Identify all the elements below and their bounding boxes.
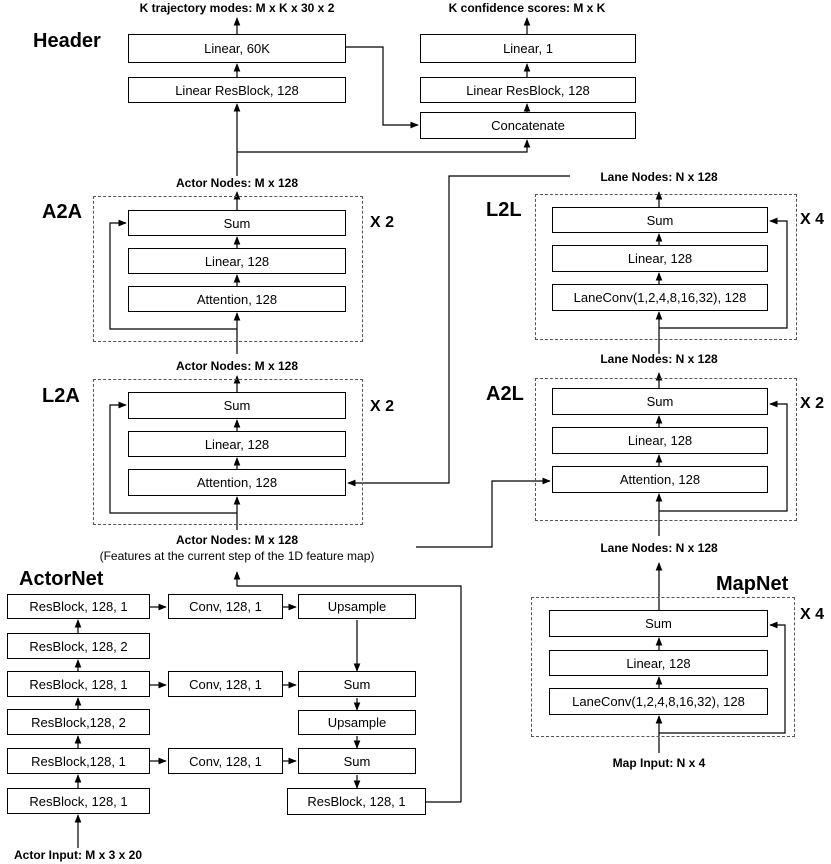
arrow-l2a-skip (109, 401, 237, 514)
actornet-conv-1: Conv, 128, 1 (168, 594, 283, 619)
arrow-header-linear60k-to-concat (346, 46, 419, 129)
l2l-sum-box: Sum (552, 207, 768, 233)
mapnet-output-label: Lane Nodes: N x 128 (600, 541, 718, 555)
header-resblock-right-box: Linear ResBlock, 128 (420, 77, 636, 103)
l2l-laneconv-box: LaneConv(1,2,4,8,16,32), 128 (552, 284, 768, 311)
arrow-actor-to-a2l (416, 477, 551, 548)
l2l-linear-box: Linear, 128 (552, 245, 768, 272)
actornet-col1-resblock-6: ResBlock, 128, 1 (7, 788, 150, 814)
arrow-actornet-out (233, 571, 462, 802)
l2a-dashed-frame (93, 379, 363, 525)
header-linear-1-box: Linear, 1 (420, 34, 636, 63)
a2a-sum-box: Sum (128, 210, 346, 236)
a2l-repeat-count: X 2 (800, 395, 825, 412)
actornet-col1-resblock-2: ResBlock, 128, 2 (7, 633, 150, 659)
l2a-linear-box: Linear, 128 (128, 431, 346, 457)
actornet-col1-resblock-4: ResBlock,128, 2 (7, 709, 150, 735)
mapnet-repeat-count: X 4 (800, 606, 825, 623)
actornet-upsample-1: Upsample (298, 594, 416, 619)
actornet-section-title: ActorNet (19, 568, 104, 590)
actornet-col1-resblock-3: ResBlock, 128, 1 (7, 671, 150, 697)
a2l-linear-box: Linear, 128 (552, 427, 768, 454)
actornet-final-resblock: ResBlock, 128, 1 (287, 788, 426, 815)
a2a-output-label: Actor Nodes: M x 128 (175, 176, 299, 190)
mapnet-laneconv-box: LaneConv(1,2,4,8,16,32), 128 (549, 688, 768, 715)
a2a-repeat-count: X 2 (370, 214, 395, 231)
header-resblock-left-box: Linear ResBlock, 128 (128, 77, 346, 103)
actornet-output-note: (Features at the current step of the 1D … (99, 549, 375, 563)
arrow-l2l-skip (659, 217, 788, 329)
a2a-dashed-frame (93, 196, 363, 342)
l2a-attention-box: Attention, 128 (128, 469, 346, 496)
a2l-output-label: Lane Nodes: N x 128 (600, 352, 718, 366)
actornet-conv-3: Conv, 128, 1 (168, 748, 283, 774)
arrow-lane-to-l2a (347, 175, 570, 487)
a2l-attention-box: Attention, 128 (552, 466, 768, 493)
actornet-sum-2: Sum (298, 748, 416, 774)
a2a-linear-box: Linear, 128 (128, 248, 346, 274)
actornet-col1-resblock-5: ResBlock,128, 1 (7, 748, 150, 774)
l2a-repeat-count: X 2 (370, 398, 395, 415)
header-confidence-output-label: K confidence scores: M x K (448, 1, 606, 15)
l2a-output-label: Actor Nodes: M x 128 (175, 359, 299, 373)
mapnet-sum-box: Sum (549, 610, 768, 637)
l2l-section-title: L2L (486, 199, 522, 221)
l2l-output-label: Lane Nodes: N x 128 (600, 170, 718, 184)
actornet-upsample-2: Upsample (298, 710, 416, 735)
a2a-section-title: A2A (42, 201, 83, 223)
actornet-sum-1: Sum (298, 671, 416, 697)
arrow-a2a-skip (109, 219, 237, 330)
actornet-col1-resblock-1: ResBlock, 128, 1 (7, 594, 150, 619)
arrow-a2l-skip (659, 400, 788, 512)
header-trajectory-output-label: K trajectory modes: M x K x 30 x 2 (139, 1, 335, 15)
l2l-dashed-frame (535, 194, 797, 340)
l2a-sum-box: Sum (128, 392, 346, 419)
a2a-attention-box: Attention, 128 (128, 286, 346, 312)
mapnet-section-title: MapNet (716, 573, 789, 595)
arrow-mapnet-skip (659, 621, 786, 734)
mapnet-linear-box: Linear, 128 (549, 650, 768, 676)
arrow-header-actor-to-concat (237, 139, 531, 153)
mapnet-dashed-frame (531, 597, 795, 737)
a2l-sum-box: Sum (552, 388, 768, 415)
l2l-repeat-count: X 4 (800, 211, 825, 228)
header-linear-60k-box: Linear, 60K (128, 34, 346, 63)
a2l-section-title: A2L (486, 383, 524, 405)
header-section-title: Header (33, 30, 101, 52)
actornet-conv-2: Conv, 128, 1 (168, 671, 283, 697)
actornet-output-label: Actor Nodes: M x 128 (175, 533, 299, 547)
mapnet-input-label: Map Input: N x 4 (612, 756, 706, 770)
header-concatenate-box: Concatenate (420, 112, 636, 139)
a2l-dashed-frame (535, 378, 797, 521)
actornet-input-label: Actor Input: M x 3 x 20 (13, 848, 143, 862)
l2a-section-title: L2A (42, 385, 80, 407)
